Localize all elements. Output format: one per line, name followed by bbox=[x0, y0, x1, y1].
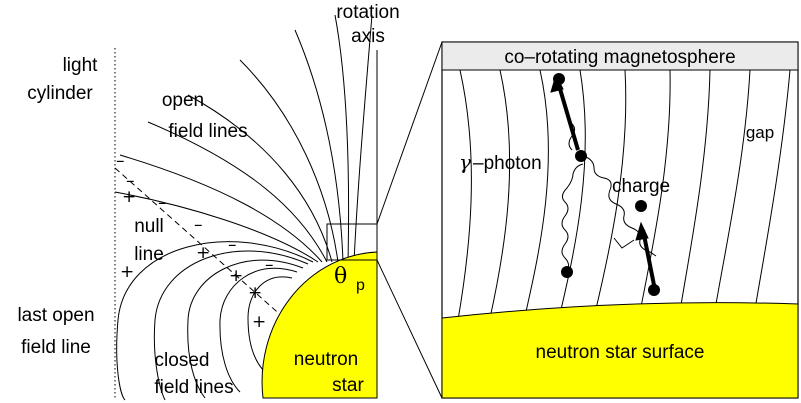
neutron-star-label-line2: star bbox=[332, 375, 364, 396]
last-open-field-line-label-line2: field line bbox=[21, 337, 91, 358]
magnetosphere-label: co–rotating magnetosphere bbox=[504, 47, 735, 68]
open-field-lines bbox=[114, 14, 373, 263]
minus-sign: – bbox=[194, 215, 203, 235]
charge-dot bbox=[553, 73, 565, 85]
neutron-star-label-line1: neutron bbox=[294, 349, 358, 370]
photon-wave bbox=[613, 237, 635, 249]
magnetosphere-band bbox=[441, 41, 799, 71]
gamma-symbol: γ bbox=[459, 150, 471, 174]
plus-sign: + bbox=[120, 262, 134, 282]
charge-signs: – – + – – – – + + + + + bbox=[116, 151, 274, 332]
null-line-label-line1: null bbox=[134, 216, 164, 237]
minus-sign: – bbox=[126, 171, 135, 191]
null-line-label-line2: line bbox=[134, 244, 164, 265]
plus-sign: + bbox=[248, 283, 262, 303]
last-open-field-line-label-line1: last open bbox=[17, 305, 94, 326]
left-panel: – – + – – – – + + + + + rotation axis li… bbox=[17, 2, 400, 401]
open-field-lines-label-line2: field lines bbox=[168, 121, 247, 142]
last-open-field-line bbox=[116, 241, 314, 401]
minus-sign: – bbox=[116, 151, 125, 171]
open-field-lines-label-line1: open bbox=[162, 90, 204, 111]
zoom-box bbox=[326, 223, 378, 261]
neutron-star bbox=[261, 251, 378, 399]
rotation-axis-label-line2: axis bbox=[351, 26, 385, 47]
photon-wave bbox=[561, 163, 584, 273]
closed-field-lines-label-line1: closed bbox=[155, 350, 210, 371]
null-line bbox=[114, 167, 366, 391]
zoomed-field-lines bbox=[457, 69, 791, 321]
theta-symbol: θ bbox=[334, 264, 347, 289]
light-cylinder-label-line2: cylinder bbox=[27, 83, 93, 104]
charge-dot bbox=[635, 200, 647, 212]
plus-sign: + bbox=[122, 187, 136, 207]
zoom-connectors bbox=[376, 41, 443, 399]
rotation-axis-label-line1: rotation bbox=[336, 2, 399, 23]
theta-subscript: p bbox=[356, 277, 365, 294]
neutron-star-surface bbox=[441, 302, 799, 399]
plus-sign: + bbox=[252, 312, 266, 332]
arrow-head bbox=[635, 221, 649, 241]
charge-dot bbox=[561, 266, 573, 278]
minus-sign: – bbox=[265, 255, 274, 275]
photon-label: –photon bbox=[473, 153, 542, 174]
surface-label: neutron star surface bbox=[536, 342, 705, 363]
charge-dot bbox=[575, 150, 587, 162]
light-cylinder-label-line1: light bbox=[63, 55, 99, 76]
right-panel: co–rotating magnetosphere gap γ –photon … bbox=[441, 41, 799, 399]
minus-sign: – bbox=[158, 193, 167, 213]
charge-dot bbox=[648, 284, 660, 296]
plus-sign: + bbox=[229, 266, 243, 286]
closed-field-lines-label-line2: field lines bbox=[154, 377, 233, 398]
gap-label: gap bbox=[746, 123, 774, 142]
minus-sign: – bbox=[228, 235, 237, 255]
plus-sign: + bbox=[196, 243, 210, 263]
charge-label: charge bbox=[612, 176, 670, 197]
charges bbox=[553, 73, 660, 296]
closed-field-lines bbox=[116, 241, 314, 401]
